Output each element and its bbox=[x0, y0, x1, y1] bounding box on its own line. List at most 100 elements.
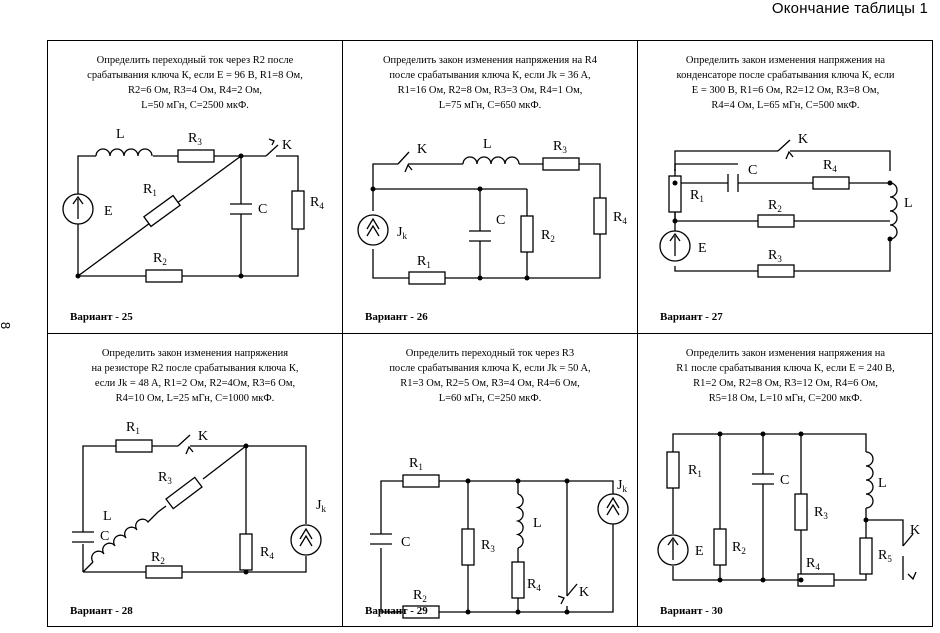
label-K: K bbox=[798, 132, 808, 147]
task-line: Определить закон изменения напряжения bbox=[101, 348, 289, 359]
label-R3: R3 bbox=[188, 131, 202, 147]
label-R1: R1 bbox=[143, 182, 157, 198]
task-text: Определить переходный ток через R2 после… bbox=[56, 53, 334, 113]
label-R1: R1 bbox=[690, 188, 704, 204]
label-K: K bbox=[910, 523, 920, 538]
task-line: Определить закон изменения напряжения на… bbox=[382, 55, 598, 66]
label-R4: R4 bbox=[527, 577, 541, 593]
label-R4: R4 bbox=[823, 158, 837, 174]
label-L: L bbox=[103, 509, 112, 524]
task-text: Определить переходный ток через R3 после… bbox=[351, 346, 629, 406]
label-R2: R2 bbox=[153, 251, 167, 267]
label-C: C bbox=[780, 473, 789, 488]
label-L: L bbox=[483, 137, 492, 152]
task-line: R2=6 Ом, R3=4 Ом, R4=2 Ом, bbox=[128, 85, 262, 96]
task-text: Определить закон изменения напряжения на… bbox=[56, 346, 334, 406]
label-R4: R4 bbox=[310, 195, 324, 211]
task-cell-28: Определить закон изменения напряжения на… bbox=[48, 334, 343, 627]
task-line: на резисторе R2 после срабатывания ключа… bbox=[91, 363, 299, 374]
task-cell-26: Определить закон изменения напряжения на… bbox=[343, 41, 638, 334]
label-C: C bbox=[401, 535, 410, 550]
task-line: Определить закон изменения напряжения на bbox=[685, 348, 886, 359]
label-R5: R5 bbox=[878, 548, 892, 564]
label-Jk: Jk bbox=[397, 225, 407, 241]
circuit-diagram-25: L R3 K R1 C R4 E R2 bbox=[62, 127, 324, 283]
label-E: E bbox=[695, 544, 704, 559]
label-L: L bbox=[116, 127, 125, 142]
task-cell-30: Определить закон изменения напряжения на… bbox=[638, 334, 933, 627]
page-number: 8 bbox=[0, 322, 13, 329]
label-L: L bbox=[904, 196, 913, 211]
circuit-diagram-30: R1 C L E R3 R2 K R5 R4 bbox=[657, 431, 920, 587]
circuit-diagram-27: K C R4 R1 L R2 E R3 bbox=[659, 132, 913, 278]
task-table: Определить переходный ток через R2 после… bbox=[47, 40, 933, 627]
task-line: L=50 мГн, C=2500 мкФ. bbox=[141, 100, 249, 111]
task-line: E = 300 B, R1=6 Ом, R2=12 Ом, R3=8 Ом, bbox=[691, 85, 880, 96]
task-line: R1=3 Ом, R2=5 Ом, R3=4 Ом, R4=6 Ом, bbox=[400, 378, 580, 389]
label-C: C bbox=[100, 529, 109, 544]
label-R2: R2 bbox=[768, 198, 782, 214]
task-line: срабатывания ключа К, если E = 96 B, R1=… bbox=[87, 70, 303, 81]
task-line: R4=10 Ом, L=25 мГн, C=1000 мкФ. bbox=[115, 393, 275, 404]
label-R1: R1 bbox=[409, 456, 423, 472]
task-cell-29: Определить переходный ток через R3 после… bbox=[343, 334, 638, 627]
variant-label: Вариант - 25 bbox=[70, 311, 133, 323]
task-line: R1=2 Ом, R2=8 Ом, R3=12 Ом, R4=6 Ом, bbox=[693, 378, 878, 389]
label-R4: R4 bbox=[260, 545, 274, 561]
label-R1: R1 bbox=[417, 254, 431, 270]
label-R3: R3 bbox=[553, 139, 567, 155]
task-line: Определить переходный ток через R3 bbox=[405, 348, 575, 359]
label-R4: R4 bbox=[613, 210, 627, 226]
task-line: R1 после срабатывания ключа К, если E = … bbox=[676, 363, 895, 374]
label-R3: R3 bbox=[158, 470, 172, 486]
task-line: Определить переходный ток через R2 после bbox=[96, 55, 294, 66]
task-line: если Jk = 48 A, R1=2 Ом, R2=4Ом, R3=6 Ом… bbox=[94, 378, 296, 389]
label-R2: R2 bbox=[151, 550, 165, 566]
label-R4: R4 bbox=[806, 556, 820, 572]
task-cell-25: Определить переходный ток через R2 после… bbox=[48, 41, 343, 334]
task-line: R4=4 Ом, L=65 мГн, C=500 мкФ. bbox=[711, 100, 860, 111]
variant-label: Вариант - 27 bbox=[660, 311, 723, 323]
label-E: E bbox=[698, 241, 707, 256]
label-R3: R3 bbox=[481, 538, 495, 554]
label-R2: R2 bbox=[541, 228, 555, 244]
label-L: L bbox=[878, 476, 887, 491]
label-R2: R2 bbox=[732, 540, 746, 556]
label-R2: R2 bbox=[413, 588, 427, 604]
task-line: конденсаторе после срабатывания ключа К,… bbox=[676, 70, 895, 81]
variant-label: Вариант - 30 bbox=[660, 605, 723, 617]
label-C: C bbox=[748, 163, 757, 178]
task-text: Определить закон изменения напряжения на… bbox=[646, 346, 925, 406]
page-title: Окончание таблицы 1 bbox=[771, 0, 928, 17]
circuit-diagram-29: R1 Jk L C R3 R4 K R2 bbox=[370, 456, 629, 619]
label-Jk: Jk bbox=[316, 498, 326, 514]
label-Jk: Jk bbox=[617, 478, 627, 494]
task-line: Определить закон изменения напряжения на bbox=[685, 55, 886, 66]
variant-label: Вариант - 26 bbox=[365, 311, 428, 323]
task-text: Определить закон изменения напряжения на… bbox=[646, 53, 925, 113]
circuit-diagram-26: K L R3 R4 Jk C R2 R1 bbox=[357, 137, 627, 285]
label-R3: R3 bbox=[814, 505, 828, 521]
task-line: L=60 мГн, C=250 мкФ. bbox=[438, 393, 542, 404]
label-R1: R1 bbox=[688, 463, 702, 479]
label-L: L bbox=[533, 516, 542, 531]
circuit-diagram-28: R1 K Jk C R3 R4 L R2 bbox=[72, 420, 326, 579]
label-R1: R1 bbox=[126, 420, 140, 436]
label-K: K bbox=[579, 585, 589, 600]
task-line: R1=16 Ом, R2=8 Ом, R3=3 Ом, R4=1 Ом, bbox=[397, 85, 583, 96]
variant-label: Вариант - 29 bbox=[365, 605, 428, 617]
label-K: K bbox=[282, 138, 292, 153]
label-C: C bbox=[258, 202, 267, 217]
task-line: после срабатывания ключа К, если Jk = 50… bbox=[389, 363, 591, 374]
label-K: K bbox=[417, 142, 427, 157]
label-C: C bbox=[496, 213, 505, 228]
label-R3: R3 bbox=[768, 248, 782, 264]
task-line: после срабатывания ключа К, если Jk = 36… bbox=[389, 70, 591, 81]
variant-label: Вариант - 28 bbox=[70, 605, 133, 617]
task-text: Определить закон изменения напряжения на… bbox=[351, 53, 629, 113]
task-cell-27: Определить закон изменения напряжения на… bbox=[638, 41, 933, 334]
task-line: L=75 мГн, C=650 мкФ. bbox=[438, 100, 542, 111]
task-line: R5=18 Ом, L=10 мГн, C=200 мкФ. bbox=[708, 393, 863, 404]
label-K: K bbox=[198, 429, 208, 444]
label-E: E bbox=[104, 204, 113, 219]
